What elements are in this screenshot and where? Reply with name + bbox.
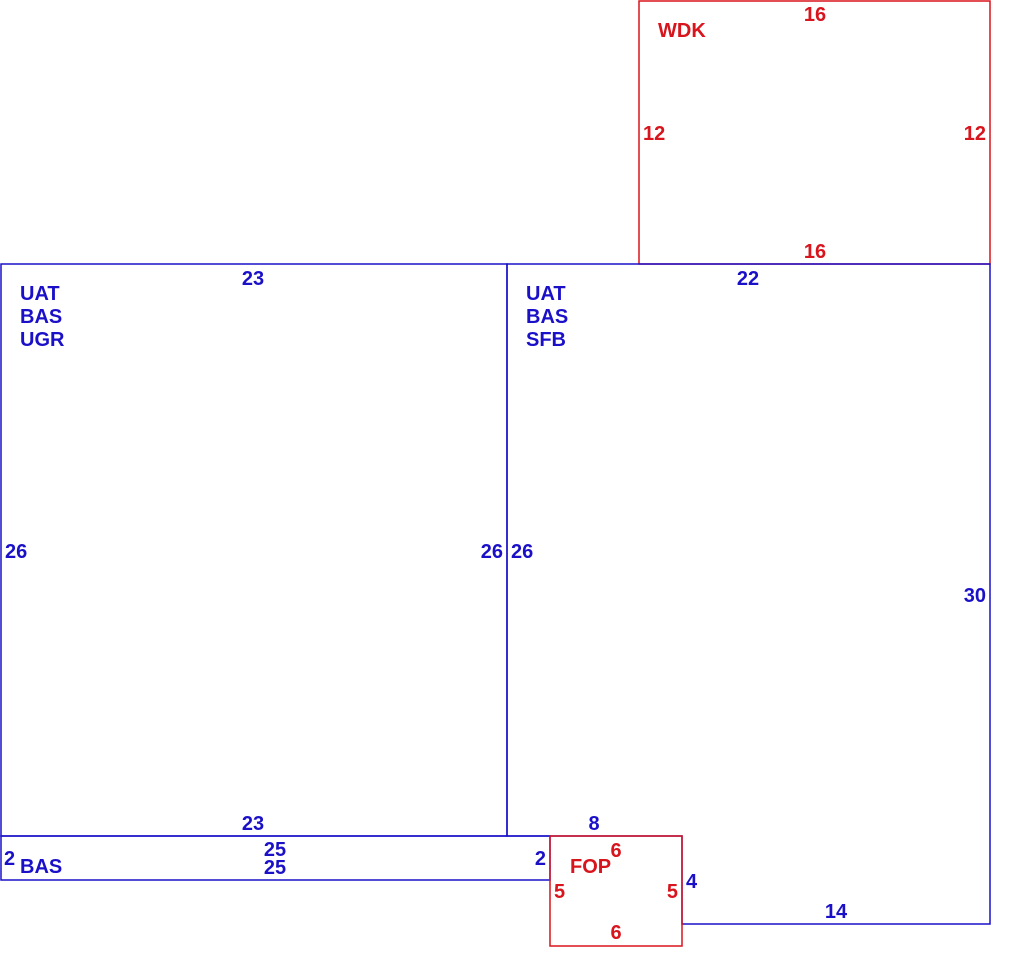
wdk-dim-bottom: 16 [804, 241, 826, 263]
left-room-dim-left: 26 [5, 541, 27, 563]
right-room-code-1: UAT [526, 283, 566, 305]
wdk-dim-top: 16 [804, 4, 826, 26]
left-room-code-2: BAS [20, 306, 62, 328]
left-room-outline [0, 263, 508, 837]
right-room-dim-bottom: 14 [825, 901, 848, 923]
strip-code: BAS [20, 856, 62, 878]
strip-dim-left: 2 [4, 848, 15, 870]
fop-dim-top: 6 [610, 840, 621, 862]
left-room-dim-top: 23 [242, 268, 264, 290]
right-room-dim-right: 30 [964, 585, 986, 607]
fop-dim-right: 5 [667, 881, 678, 903]
right-room-dim-top: 22 [737, 268, 759, 290]
left-room-code-3: UGR [20, 329, 65, 351]
right-room-outline [506, 263, 991, 925]
fop-dim-bottom: 6 [610, 922, 621, 944]
left-room-dim-right: 26 [481, 541, 503, 563]
right-room-code-2: BAS [526, 306, 568, 328]
right-room-dim-step: 4 [686, 871, 698, 893]
right-room-dim-inner-top: 8 [588, 813, 599, 835]
left-room-code-1: UAT [20, 283, 60, 305]
wdk-dim-right: 12 [964, 123, 986, 145]
left-room-dim-bottom: 23 [242, 813, 264, 835]
wdk-dim-left: 12 [643, 123, 665, 145]
fop-code: FOP [570, 856, 611, 878]
strip-dim-bottom: 25 [264, 857, 286, 879]
strip-dim-top: 25 [264, 839, 286, 861]
fop-outline [549, 835, 683, 947]
wdk-code: WDK [658, 20, 706, 42]
fop-dim-left: 5 [554, 881, 565, 903]
right-room-dim-left: 26 [511, 541, 533, 563]
right-room-code-3: SFB [526, 329, 566, 351]
strip-dim-right: 2 [535, 848, 546, 870]
